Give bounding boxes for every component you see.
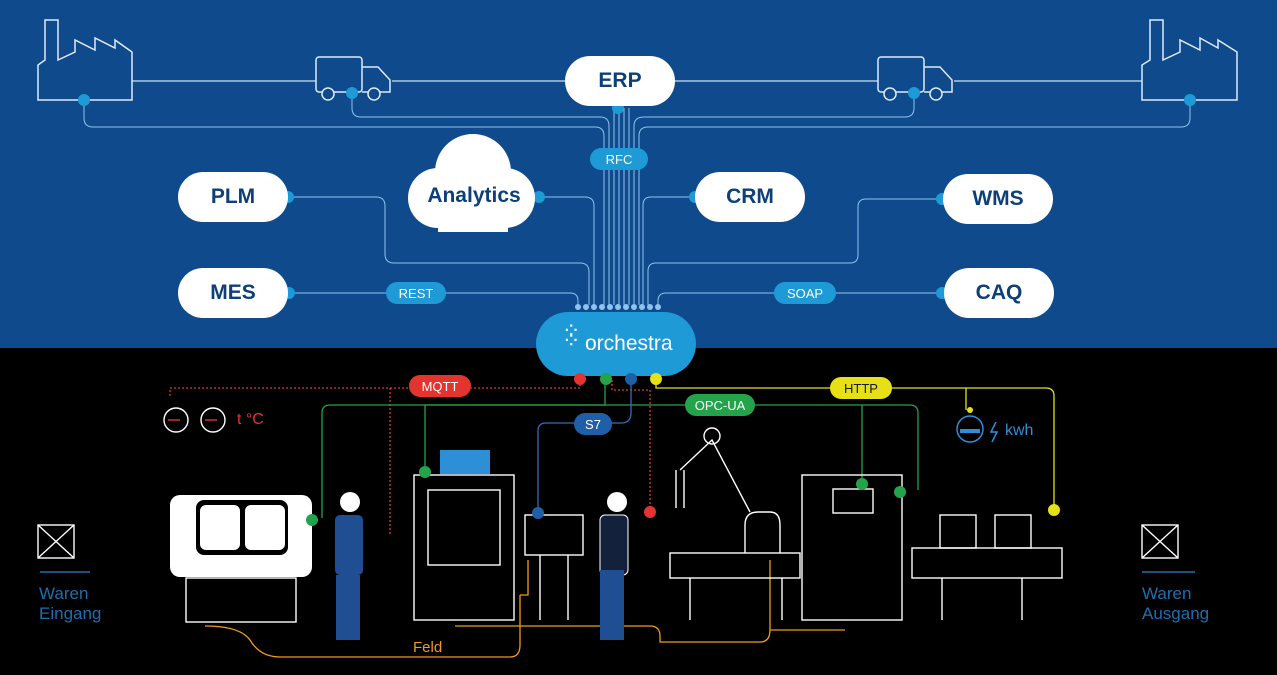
truck-right-icon bbox=[877, 56, 953, 101]
feld-label: Feld bbox=[413, 639, 443, 656]
factory-right-icon bbox=[1141, 19, 1238, 101]
temperature-gauge-icon bbox=[163, 407, 226, 433]
orchestra-logo-icon: ⁘⁘ bbox=[562, 318, 581, 353]
orchestra-hub-label: orchestra bbox=[585, 332, 673, 355]
wms-node[interactable]: WMS bbox=[943, 174, 1053, 224]
factory-left-icon bbox=[37, 19, 133, 101]
s7-pill: S7 bbox=[574, 413, 612, 435]
mixer-machine-icon bbox=[170, 495, 312, 577]
energy-label: kwh bbox=[1005, 422, 1034, 439]
crm-node[interactable]: CRM bbox=[695, 172, 805, 222]
energy-meter-icon bbox=[956, 415, 999, 443]
plm-label: PLM bbox=[210, 185, 256, 208]
erp-node[interactable]: ERP bbox=[565, 56, 675, 106]
mes-label: MES bbox=[210, 281, 256, 304]
rfc-pill: RFC bbox=[590, 148, 648, 170]
printer-display-icon bbox=[440, 450, 490, 474]
mes-node[interactable]: MES bbox=[178, 268, 288, 318]
caq-node[interactable]: CAQ bbox=[944, 268, 1054, 318]
truck-left-icon bbox=[315, 56, 391, 101]
analytics-label: Analytics bbox=[427, 184, 521, 207]
worker-right-icon bbox=[599, 492, 629, 640]
temperature-label: t °C bbox=[237, 411, 264, 428]
analytics-node[interactable]: Analytics bbox=[408, 177, 540, 215]
worker-left-icon bbox=[335, 492, 363, 640]
wms-label: WMS bbox=[972, 187, 1024, 210]
erp-label: ERP bbox=[598, 69, 642, 92]
mqtt-pill: MQTT bbox=[409, 375, 471, 397]
caq-label: CAQ bbox=[975, 281, 1023, 304]
http-pill: HTTP bbox=[830, 377, 892, 399]
orchestra-hub-shape bbox=[536, 312, 696, 376]
rest-pill: REST bbox=[386, 282, 446, 304]
plm-node[interactable]: PLM bbox=[178, 172, 288, 222]
opcua-pill: OPC-UA bbox=[685, 394, 755, 416]
soap-pill: SOAP bbox=[774, 282, 836, 304]
crm-label: CRM bbox=[726, 185, 774, 208]
analytics-cloud-shape bbox=[408, 134, 535, 232]
